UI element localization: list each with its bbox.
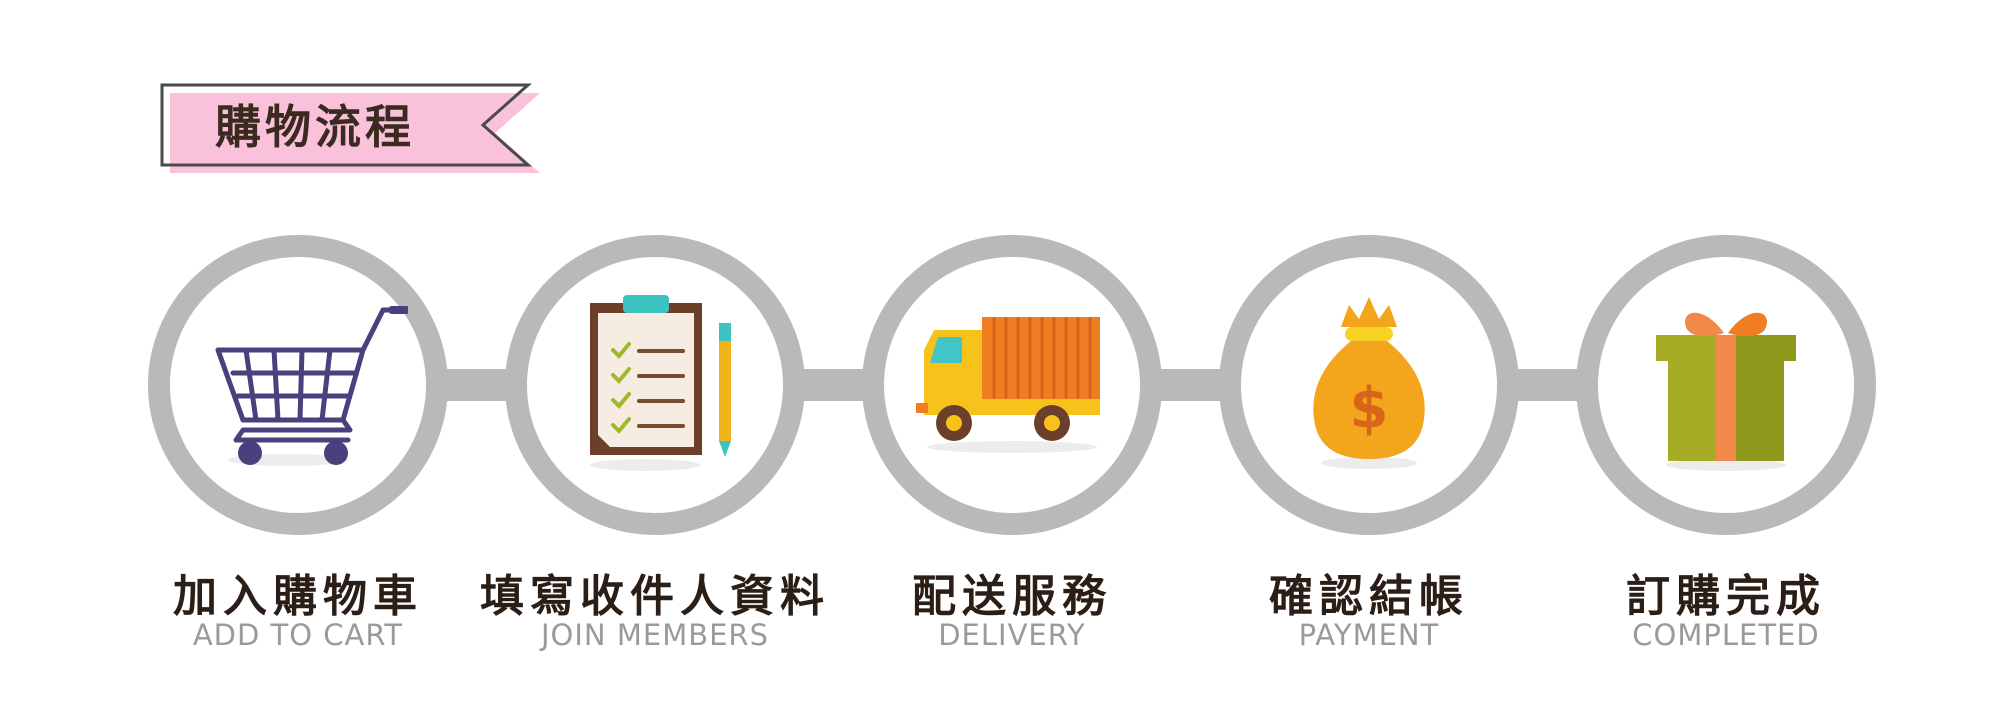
step-label-en: JOIN MEMBERS [541,618,769,652]
step-payment: $ [1219,235,1519,535]
gift-box-icon [1656,312,1796,471]
step-delivery [862,235,1162,535]
step-label-en: ADD TO CART [192,618,404,652]
step-completed [1576,235,1876,535]
ribbon-shape [160,83,540,173]
step-join-members [505,235,805,535]
step-label-en: PAYMENT [1298,618,1440,652]
money-bag-icon: $ [1313,297,1425,469]
step-label-zh: 配送服務 [912,571,1112,622]
step-label-zh: 訂購完成 [1626,571,1826,622]
step-label-en: COMPLETED [1632,618,1820,652]
delivery-truck-icon [916,317,1100,453]
step-label-zh: 填寫收件人資料 [480,571,830,622]
title-banner: 購物流程 [160,83,540,173]
step-label-en: DELIVERY [938,618,1086,652]
shopping-cart-icon [215,306,408,466]
clipboard-checklist-icon [590,295,731,471]
step-label-zh: 加入購物車 [173,571,423,622]
step-add-to-cart [148,235,448,535]
page-title: 購物流程 [215,100,415,154]
step-label-zh: 確認結帳 [1269,571,1469,622]
svg-text:$: $ [1350,376,1389,441]
